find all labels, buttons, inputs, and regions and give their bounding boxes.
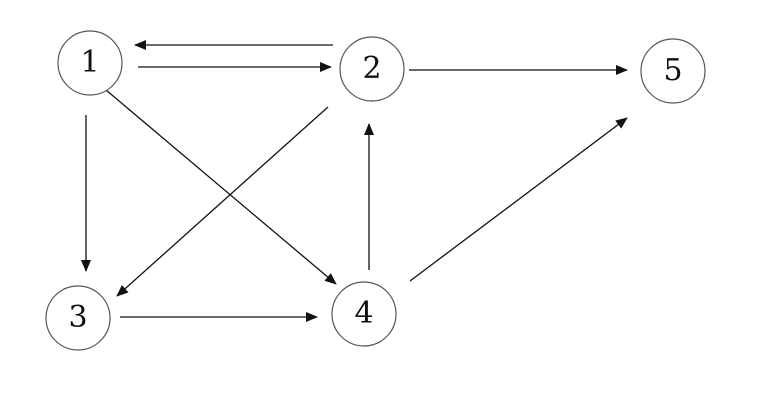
nodes-layer: 1 2 3 4 5 <box>45 30 706 351</box>
node-label: 2 <box>362 51 381 86</box>
node-1: 1 <box>57 30 123 96</box>
edge-2-to-3 <box>116 106 329 297</box>
node-circle <box>331 281 397 347</box>
node-3: 3 <box>45 285 111 351</box>
node-label: 4 <box>354 296 373 331</box>
node-label: 5 <box>663 53 682 88</box>
node-5: 5 <box>640 38 706 104</box>
node-circle <box>640 38 706 104</box>
node-4: 4 <box>331 281 397 347</box>
node-circle <box>339 36 405 102</box>
node-2: 2 <box>339 36 405 102</box>
node-label: 1 <box>80 45 99 80</box>
edge-4-to-5 <box>409 117 628 282</box>
node-circle <box>57 30 123 96</box>
node-circle <box>45 285 111 351</box>
node-label: 3 <box>68 300 87 335</box>
edge-1-to-4 <box>105 89 337 285</box>
edges-layer <box>81 40 628 322</box>
